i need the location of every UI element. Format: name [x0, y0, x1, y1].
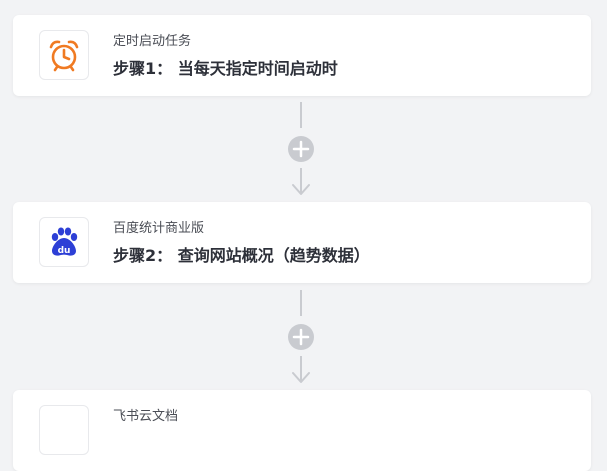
- arrow-down-icon: [292, 356, 310, 383]
- step-connector: [288, 290, 314, 383]
- svg-text:du: du: [58, 246, 71, 256]
- step-card-1[interactable]: 定时启动任务 步骤1： 当每天指定时间启动时: [13, 15, 591, 96]
- step-connector: [288, 102, 314, 195]
- alarm-clock-icon: [39, 30, 89, 80]
- app-name: 百度统计商业版: [113, 221, 205, 236]
- baidu-paw-icon: du: [39, 217, 89, 267]
- step-title: 步骤2： 查询网站概况（趋势数据）: [113, 246, 370, 265]
- app-name: 飞书云文档: [113, 409, 179, 424]
- step-title: 步骤1： 当每天指定时间启动时: [113, 59, 338, 78]
- add-step-button[interactable]: [288, 136, 314, 162]
- step-card-2[interactable]: du 百度统计商业版 步骤2： 查询网站概况（趋势数据）: [13, 202, 591, 283]
- arrow-down-icon: [292, 168, 310, 195]
- step-card-3[interactable]: 飞书云文档: [13, 390, 591, 471]
- app-name: 定时启动任务: [113, 34, 192, 49]
- add-step-button[interactable]: [288, 324, 314, 350]
